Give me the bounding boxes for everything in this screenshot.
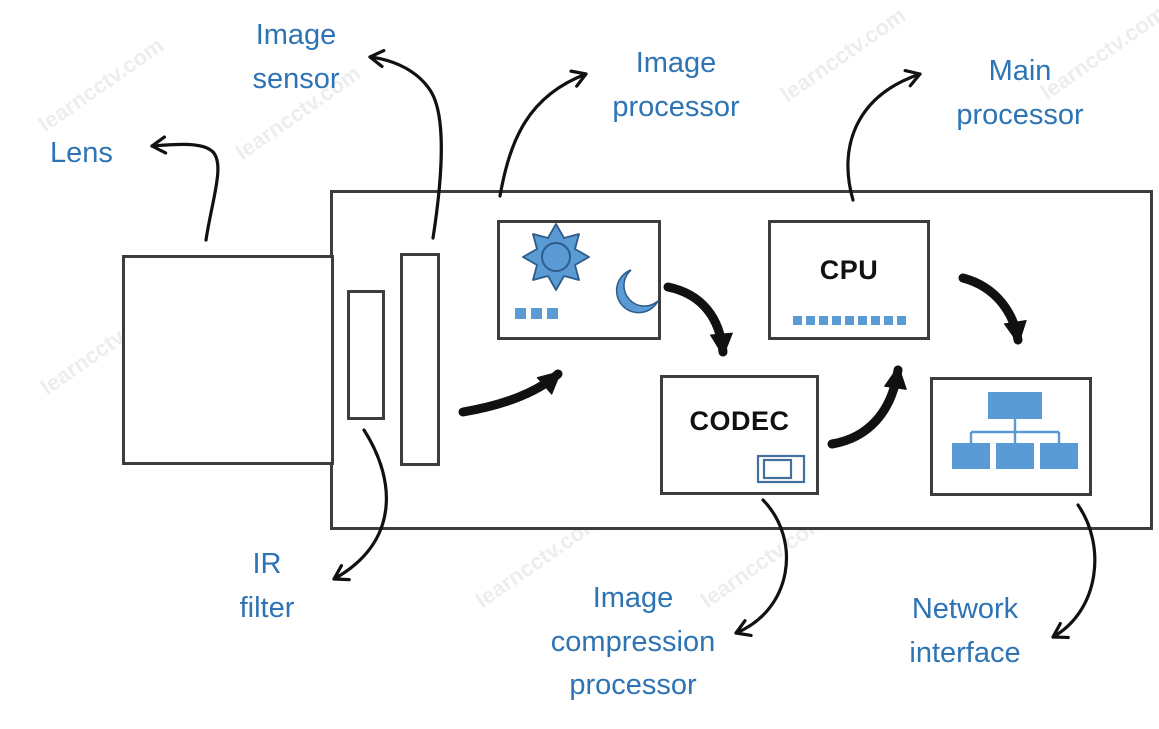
annotation-arrow-main-processor: [846, 68, 922, 202]
label-image-processor: Image processor: [612, 47, 740, 123]
label-image-sensor: Image sensor: [252, 19, 340, 95]
image-processor-box: [497, 220, 661, 340]
ir-filter-box: [347, 290, 385, 420]
annotation-arrow-image-processor: [498, 69, 588, 198]
label-main-processor: Main processor: [956, 55, 1084, 131]
image-sensor-box: [400, 253, 440, 466]
watermark: learncctv.com: [33, 32, 168, 137]
lens-box: [122, 255, 334, 465]
label-lens: Lens: [50, 137, 113, 169]
cpu-label: CPU: [819, 255, 879, 285]
label-image-compression-processor: Image compression processor: [550, 582, 716, 701]
cpu-box: CPU: [768, 220, 930, 340]
network-interface-box: [930, 377, 1092, 496]
codec-box: CODEC: [660, 375, 819, 495]
label-network-interface: Network interface: [909, 593, 1021, 669]
label-ir-filter: IR filter: [239, 548, 295, 624]
codec-label: CODEC: [689, 406, 790, 436]
watermark: learncctv.com: [775, 2, 910, 107]
annotation-arrow-lens: [150, 135, 220, 242]
